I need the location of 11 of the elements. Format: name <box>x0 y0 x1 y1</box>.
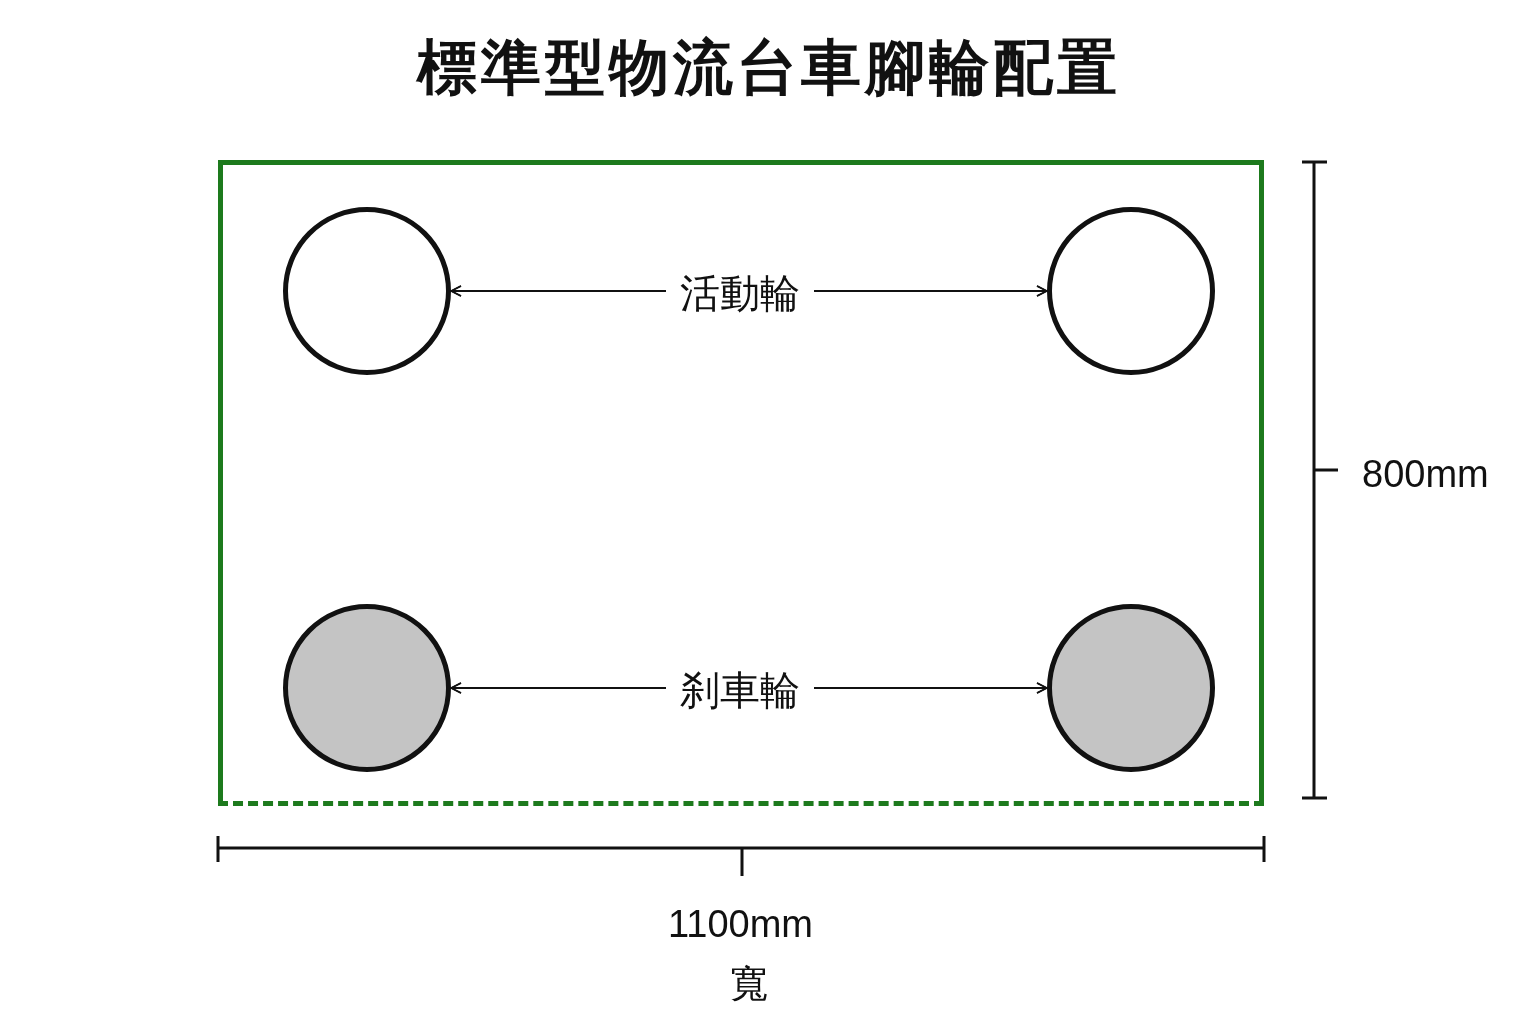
wheel-label: 刹車輪 <box>680 670 800 710</box>
dimension-label: 1100mm <box>668 905 814 943</box>
title: 標準型物流台車腳輪配置 <box>416 32 1121 102</box>
cart-platform-outline <box>218 160 1264 806</box>
dimension-label: 寬 <box>730 965 768 1003</box>
wheel-label: 活動輪 <box>680 273 800 313</box>
dimension-label: 800mm <box>1362 455 1489 493</box>
arrow <box>813 682 1048 694</box>
arrow <box>450 682 667 694</box>
arrow <box>450 285 667 297</box>
arrow <box>813 285 1048 297</box>
